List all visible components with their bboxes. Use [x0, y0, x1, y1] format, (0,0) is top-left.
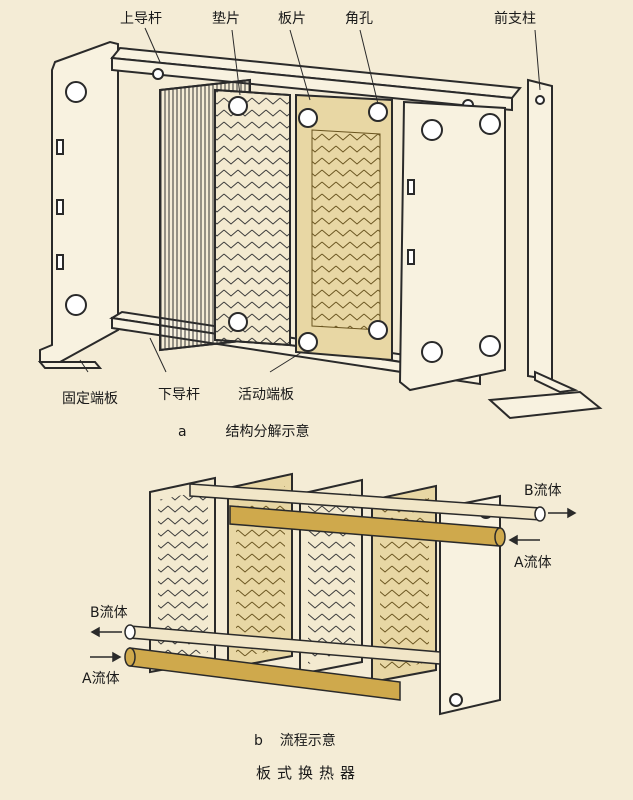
caption-a-letter: a [178, 424, 187, 440]
plate-pack [159, 78, 291, 352]
label-a-fluid-right: A流体 [514, 555, 552, 571]
caption-a-text: 结构分解示意 [225, 424, 310, 440]
label-plate: 板片 [278, 11, 306, 27]
flow-arrows [90, 507, 577, 663]
label-upper-guide-bar: 上导杆 [120, 11, 162, 27]
label-b-fluid-left: B流体 [90, 605, 128, 621]
caption-b: b 流程示意 [254, 734, 336, 748]
label-corner-hole: 角孔 [345, 11, 373, 27]
upper-guide-bar [110, 46, 522, 112]
label-front-support: 前支柱 [494, 11, 536, 27]
movable-end-plate [398, 100, 506, 392]
front-support [487, 78, 603, 420]
leader-lines-a [79, 27, 541, 373]
flow-pipes [124, 483, 546, 701]
label-fixed-end-plate: 固定端板 [62, 391, 118, 407]
label-lower-guide-bar: 下导杆 [158, 387, 200, 403]
caption-b-text: 流程示意 [279, 733, 336, 749]
label-movable-end-plate: 活动端板 [238, 387, 294, 403]
label-a-fluid-left: A流体 [82, 671, 120, 687]
caption-a: a 结构分解示意 [178, 425, 310, 439]
label-gasket: 垫片 [212, 11, 240, 27]
fixed-end-plate [37, 40, 119, 369]
figure-title: 板式换热器 [256, 764, 362, 782]
caption-b-letter: b [254, 733, 263, 749]
label-b-fluid-right: B流体 [524, 483, 562, 499]
plate-with-gasket [295, 93, 393, 362]
